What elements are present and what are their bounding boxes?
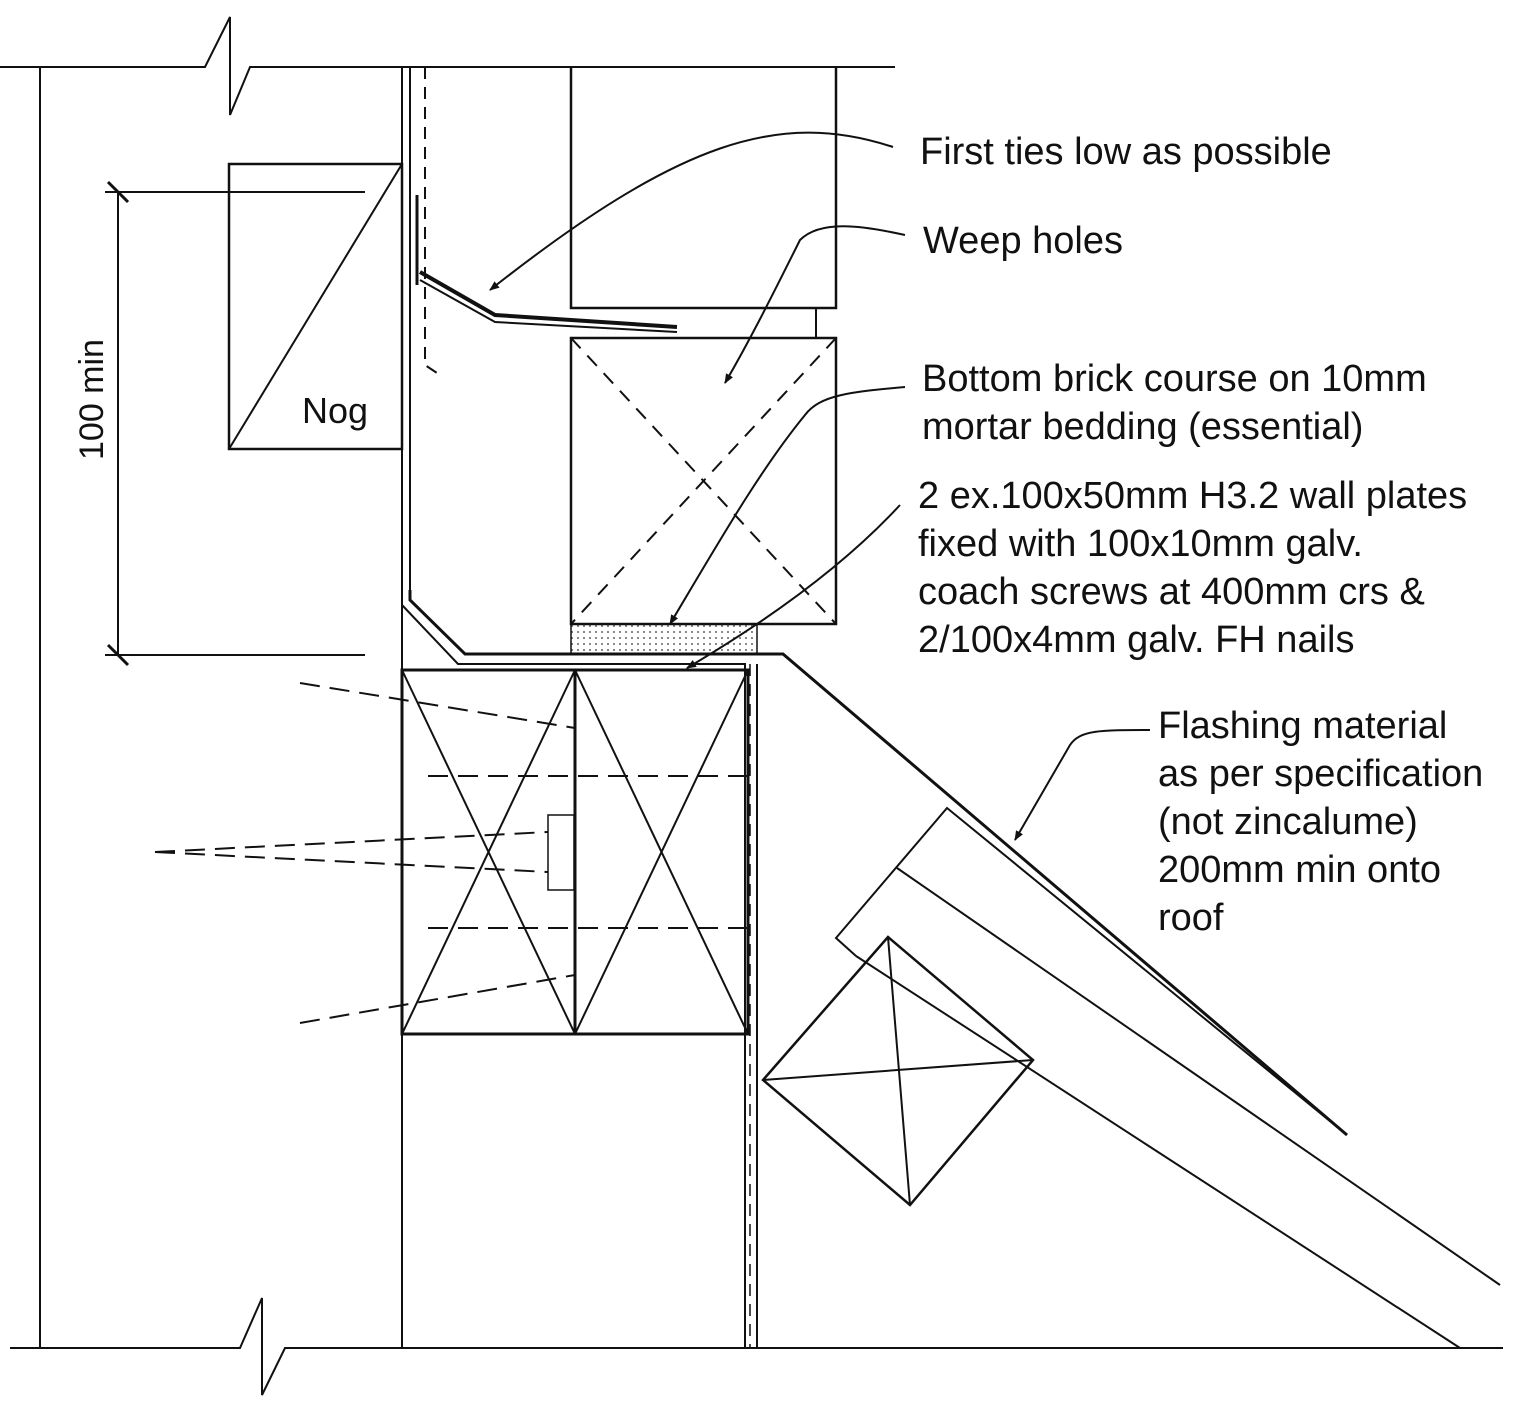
dimension-label: 100 min	[73, 339, 111, 460]
nog-diagonal	[229, 164, 402, 449]
leader-bottom-brick	[670, 387, 905, 625]
label-bottom-brick: Bottom brick course on 10mm mortar beddi…	[922, 358, 1427, 448]
leader-flashing	[1015, 730, 1150, 841]
upper-brick	[571, 67, 836, 308]
label-weep-holes: Weep holes	[923, 220, 1123, 262]
coach-screw-head	[548, 815, 574, 890]
flashing	[410, 590, 1347, 1135]
wall-tie	[420, 272, 677, 327]
nog-label: Nog	[302, 390, 369, 431]
roof-sarking	[836, 808, 1347, 1135]
top-break-line	[0, 17, 895, 115]
label-first-ties: First ties low as possible	[920, 131, 1332, 173]
mortar-bedding	[571, 624, 757, 654]
label-flashing: Flashing material as per specification (…	[1158, 705, 1484, 939]
bottom-break-line	[10, 1298, 1503, 1395]
leader-first-ties	[489, 133, 893, 290]
wall-plate-2	[575, 670, 748, 1034]
label-wall-plates: 2 ex.100x50mm H3.2 wall plates fixed wit…	[918, 475, 1468, 661]
nog-block	[229, 164, 402, 449]
leader-wall-plates	[686, 505, 900, 668]
leader-weep-holes	[725, 226, 905, 384]
